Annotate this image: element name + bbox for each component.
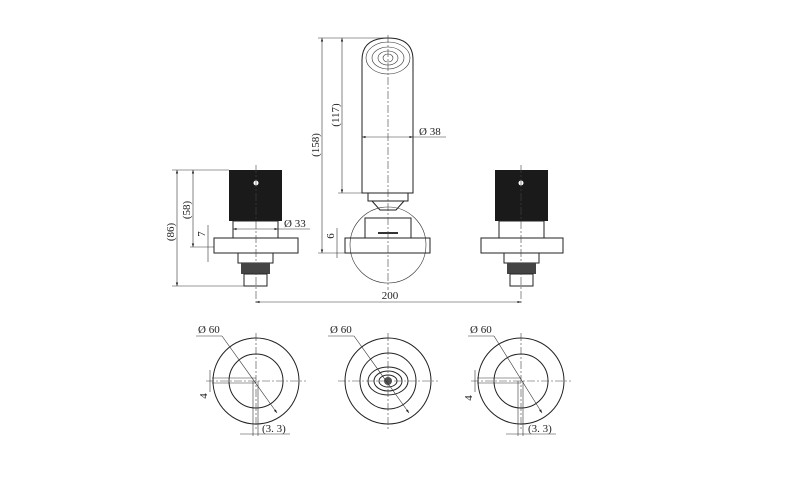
top-left-width: (3. 3) [262, 423, 286, 435]
dim-spout-height-body: (117) [330, 103, 342, 127]
left-knob [229, 170, 282, 221]
right-knob [495, 170, 548, 221]
dim-left-flange: 7 [196, 231, 208, 237]
top-right-diameter: Ø 60 [470, 324, 492, 336]
top-right-width: (3. 3) [528, 423, 552, 435]
right-handle-front [480, 165, 564, 305]
dim-spacing: 200 [382, 290, 399, 302]
dim-spout-diameter: Ø 38 [419, 126, 441, 138]
dim-left-height-total: (86) [165, 223, 177, 242]
dim-spout-flange: 6 [325, 233, 337, 239]
top-left-diameter: Ø 60 [198, 324, 220, 336]
dim-left-height-knob: (58) [181, 201, 193, 220]
top-view-center: Ø 60 [328, 324, 438, 430]
top-left-offset: 4 [198, 393, 210, 399]
top-center-diameter: Ø 60 [330, 324, 352, 336]
top-right-offset: 4 [463, 395, 475, 401]
top-view-left: Ø 60 4 (3. 3) [196, 324, 306, 436]
top-view-right: Ø 60 4 (3. 3) [463, 324, 571, 436]
dimensions: (86) (58) 7 Ø 33 (158) (117) Ø 38 6 200 [165, 37, 521, 304]
dim-left-diameter: Ø 33 [284, 218, 306, 230]
thread [241, 263, 270, 274]
left-handle-front [213, 165, 299, 305]
dim-spout-height-total: (158) [310, 133, 322, 157]
spout-front [344, 35, 431, 290]
